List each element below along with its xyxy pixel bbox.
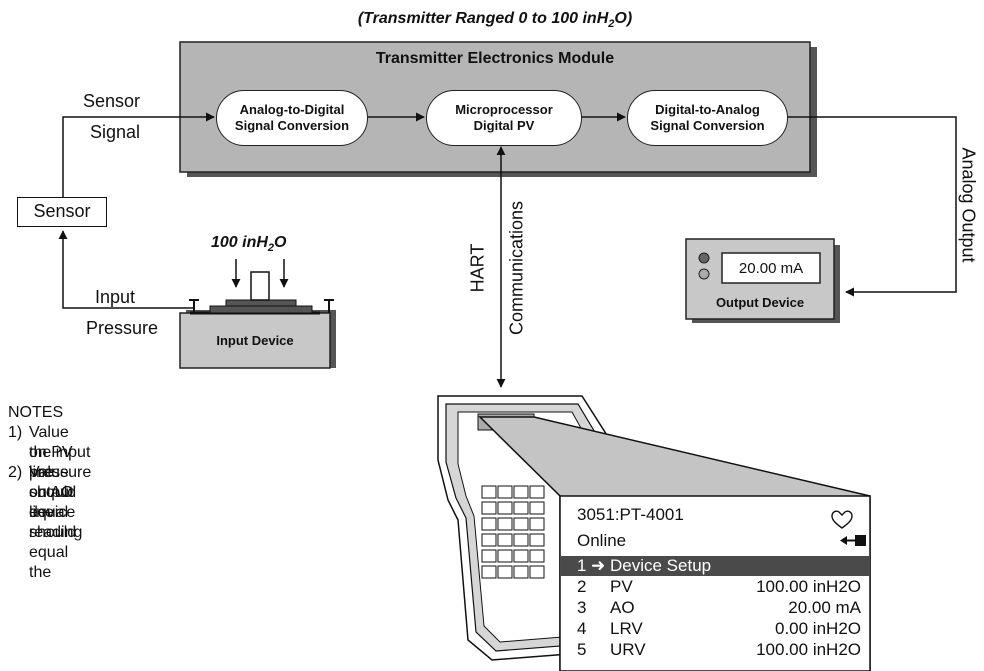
sensor-box: Sensor (17, 197, 107, 227)
output-display-window (721, 252, 821, 284)
notes-heading: NOTES (8, 404, 64, 421)
communicator-screen-frame (559, 495, 871, 671)
module-title: Transmitter Electronics Module (375, 50, 615, 67)
indicator-led-2 (698, 268, 710, 280)
menu-item-device-setup[interactable]: 1 ➜ Device Setup (561, 556, 869, 576)
notes: NOTES 1) Value on PV line should equal t… (8, 403, 92, 581)
menu-item-ao[interactable]: 3 AO 20.00 mA (577, 598, 861, 617)
sensor-signal-label-line1: Sensor (83, 91, 141, 111)
clamp-right (324, 299, 334, 313)
clamp-left (189, 299, 199, 313)
sensor-signal-label-line2: Signal (90, 122, 141, 142)
micro-block: Microprocessor Digital PV (426, 90, 582, 146)
pressure-plate (209, 305, 313, 314)
communications-label: Communications (506, 200, 527, 336)
menu-item-lrv[interactable]: 4 LRV 0.00 inH2O (577, 619, 861, 638)
back-arrow-icon (840, 535, 866, 546)
hart-label: HART (467, 243, 488, 293)
adc-label-line1: Analog-to-Digital (239, 102, 345, 117)
communicator-screen: 3051:PT-4001 Online 1 ➜ Device Setup 2 P… (561, 497, 869, 671)
arrow-right-icon: ➜ (591, 556, 606, 575)
piston (250, 271, 270, 301)
input-pressure-line (58, 230, 193, 309)
note-2: 2) Value on AO line should equal the out… (8, 464, 83, 581)
adc-label-line2: Signal Conversion (234, 118, 350, 133)
adc-block: Analog-to-Digital Signal Conversion (216, 90, 368, 146)
dac-label-line1: Digital-to-Analog (655, 102, 760, 117)
pressure-plate-top (225, 299, 297, 307)
screen-device-tag: 3051:PT-4001 (577, 505, 684, 524)
screen-status: Online (577, 531, 627, 550)
micro-label-line2: Digital PV (473, 118, 535, 133)
output-reading: 20.00 mA (738, 260, 804, 277)
note-1: 1) Value on PV line should equal the inp… (8, 424, 92, 521)
heart-icon (831, 510, 853, 529)
analog-output-label: Analog Output (958, 147, 979, 263)
menu-item-pv[interactable]: 2 PV 100.00 inH2O (577, 577, 861, 596)
menu-item-urv[interactable]: 5 URV 100.00 inH2O (577, 640, 861, 659)
analog-output-line (788, 116, 957, 297)
sensor-signal-line (62, 112, 215, 197)
input-device-label: Input Device (216, 333, 294, 348)
input-pressure-label-line1: Input (95, 287, 136, 307)
input-pressure-label-line2: Pressure (86, 318, 159, 338)
dac-block: Digital-to-Analog Signal Conversion (627, 90, 788, 146)
micro-label-line1: Microprocessor (455, 102, 553, 117)
applied-pressure-label: 100 inH2O (211, 234, 287, 255)
output-device-label: Output Device (715, 295, 805, 310)
diagram-title: (Transmitter Ranged 0 to 100 inH2O) (357, 10, 633, 31)
indicator-led-1 (698, 252, 710, 264)
dac-label-line2: Signal Conversion (650, 118, 765, 133)
